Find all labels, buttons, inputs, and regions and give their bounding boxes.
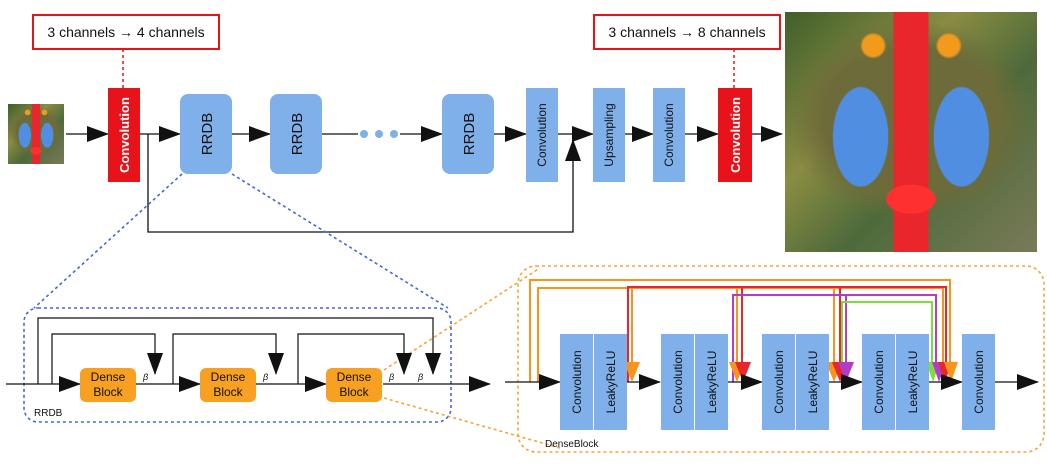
zoom-lines-dense	[383, 267, 561, 449]
dense-conv-label-5: Convolution	[972, 350, 986, 413]
dense-conv-label-4: Convolution	[872, 350, 886, 413]
conv-block: Convolution	[526, 88, 558, 182]
dense-block-1: Dense Block	[80, 368, 136, 402]
zoom-lines-rrdb	[33, 173, 449, 309]
dense-block-2-line1: Dense	[211, 370, 246, 384]
callout-first-text: 3 channels → 4 channels	[47, 24, 204, 40]
conv-label: Convolution	[535, 103, 549, 166]
last-conv-block: Convolution	[718, 88, 752, 182]
conv-block-2: Convolution	[653, 88, 685, 182]
main-path-arrows	[66, 126, 783, 233]
rrdb-label-1: RRDB	[199, 113, 216, 156]
dense-final-conv: Convolution	[962, 334, 995, 430]
dense-pair-1: Convolution LeakyReLU	[560, 334, 627, 430]
dense-relu-label-1: LeakyReLU	[604, 351, 618, 414]
upsampling-label: Upsampling	[602, 103, 616, 166]
callout-last: 3 channels → 8 channels	[593, 14, 781, 88]
last-conv-label: Convolution	[728, 97, 743, 173]
beta-label-1: β	[142, 372, 148, 382]
beta-label-3: β	[388, 372, 394, 382]
beta-label-4: β	[417, 372, 423, 382]
first-conv-label: Convolution	[117, 97, 132, 173]
dense-conv-label-2: Convolution	[671, 350, 685, 413]
dense-pair-3: Convolution LeakyReLU	[762, 334, 829, 430]
rrdb-detail-frame	[23, 307, 452, 423]
dense-block-3-line2: Block	[339, 385, 369, 399]
dense-block-3-line1: Dense	[337, 370, 372, 384]
rrdb-detail-arrows	[6, 317, 491, 392]
callout-last-text: 3 channels → 8 channels	[608, 24, 765, 40]
dense-pair-4: Convolution LeakyReLU	[862, 334, 929, 430]
denseblock-detail-label: DenseBlock	[545, 439, 599, 450]
rrdb-label-2: RRDB	[289, 113, 306, 156]
upsampling-block: Upsampling	[593, 88, 625, 182]
beta-label-2: β	[262, 372, 268, 382]
dense-conv-label-1: Convolution	[570, 350, 584, 413]
rrdb-detail-label: RRDB	[34, 408, 63, 419]
callout-first: 3 channels → 4 channels	[32, 14, 220, 88]
baboon-image-large	[785, 12, 1037, 252]
conv-label-2: Convolution	[662, 103, 676, 166]
input-image	[8, 104, 64, 164]
ellipsis-dots	[360, 130, 398, 138]
dense-pair-2: Convolution LeakyReLU	[661, 334, 728, 430]
output-image	[785, 12, 1037, 252]
rrdb-block-3: RRDB	[442, 94, 494, 174]
denseblock-detail: DenseBlock	[505, 265, 1045, 453]
dense-block-1-line2: Block	[93, 385, 123, 399]
dense-skip-connections	[529, 279, 951, 382]
dense-block-2: Dense Block	[200, 368, 256, 402]
dense-relu-label-2: LeakyReLU	[705, 351, 719, 414]
rrdb-label-3: RRDB	[461, 113, 478, 156]
rrdb-detail: RRDB Dense Block Dense Block Dense B	[6, 307, 491, 423]
dense-relu-label-3: LeakyReLU	[806, 351, 820, 414]
rrdb-block-2: RRDB	[270, 94, 322, 174]
first-conv-block: Convolution	[108, 88, 140, 182]
concat-arrowheads	[624, 362, 958, 382]
dense-relu-label-4: LeakyReLU	[906, 351, 920, 414]
dense-block-2-line2: Block	[213, 385, 243, 399]
dense-conv-label-3: Convolution	[772, 350, 786, 413]
rrdb-block-1: RRDB	[180, 94, 232, 174]
baboon-image-small	[8, 104, 64, 164]
dense-block-1-line1: Dense	[91, 370, 126, 384]
dense-block-3: Dense Block	[326, 368, 382, 402]
